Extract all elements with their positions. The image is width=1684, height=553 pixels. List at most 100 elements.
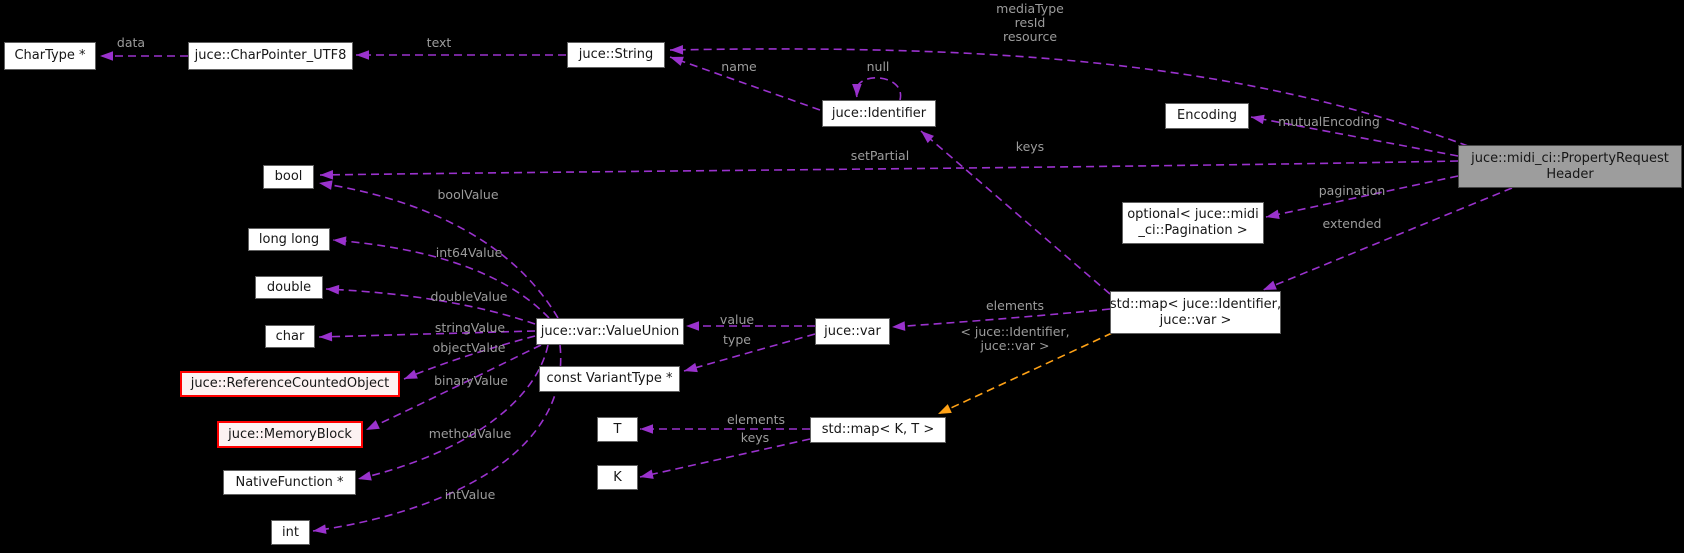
edge-label-line: doubleValue xyxy=(430,289,508,304)
node-double[interactable]: double xyxy=(255,276,323,299)
edge-template-arrowhead xyxy=(938,404,952,414)
edge-label-boolValue: boolValue xyxy=(437,188,498,202)
edge-label-line: data xyxy=(116,35,146,50)
node-int-label: int xyxy=(282,524,299,540)
node-identifier[interactable]: juce::Identifier xyxy=(822,100,936,127)
node-mapiv-label: juce::var > xyxy=(1159,312,1232,328)
edge-label-doubleValue: doubleValue xyxy=(431,290,508,304)
edge-setPartial-line xyxy=(319,160,1459,176)
edge-label-methodValue: methodValue xyxy=(429,427,512,441)
edge-boolValue-line xyxy=(318,182,559,319)
node-charpointer[interactable]: juce::CharPointer_UTF8 xyxy=(188,42,353,70)
node-memoryblock[interactable]: juce::MemoryBlock xyxy=(217,421,363,448)
node-longlong-label: long long xyxy=(258,231,320,247)
edge-pagination-line xyxy=(1265,175,1459,218)
node-longlong[interactable]: long long xyxy=(248,228,330,251)
node-nativefn[interactable]: NativeFunction * xyxy=(223,470,356,495)
edge-label-data: data xyxy=(117,36,145,50)
node-optional-label: _ci::Pagination > xyxy=(1138,223,1248,238)
node-string[interactable]: juce::String xyxy=(567,42,665,68)
edge-label-intValue: intValue xyxy=(445,488,496,502)
edge-label-line: pagination xyxy=(1318,183,1386,198)
edge-value-arrowhead xyxy=(686,321,699,331)
node-var[interactable]: juce::var xyxy=(815,318,890,345)
edge-doubleValue-arrowhead xyxy=(326,284,340,295)
node-encoding-label: Encoding xyxy=(1177,108,1237,123)
node-int[interactable]: int xyxy=(271,520,310,545)
edge-elements2-arrowhead xyxy=(640,424,653,434)
edge-label-binaryValue: binaryValue xyxy=(434,374,508,388)
node-T-label: T xyxy=(613,421,622,437)
edge-binaryValue-arrowhead xyxy=(366,420,380,430)
edge-int64Value-line xyxy=(332,239,550,319)
edge-label-line: text xyxy=(426,35,452,50)
edge-label-line: mutualEncoding xyxy=(1278,114,1380,129)
node-optional[interactable]: optional< juce::midi_ci::Pagination > xyxy=(1122,202,1264,244)
edge-label-line: keys xyxy=(1015,139,1045,154)
edge-pagination-arrowhead xyxy=(1266,209,1280,219)
edge-label-pagination: pagination xyxy=(1319,184,1386,198)
node-string-label: juce::String xyxy=(578,47,654,62)
node-refcounted-label: juce::ReferenceCountedObject xyxy=(190,376,390,391)
edge-label-line: mediaType xyxy=(996,1,1064,16)
edge-label-elements2: elements xyxy=(727,413,785,427)
edge-setPartial-arrowhead xyxy=(320,170,334,180)
edge-label-line: intValue xyxy=(444,487,496,502)
node-chartype[interactable]: CharType * xyxy=(4,42,96,70)
edge-label-line: elements xyxy=(726,412,786,427)
node-header-label: juce::midi_ci::PropertyRequest xyxy=(1471,150,1669,166)
node-valueunion[interactable]: juce::var::ValueUnion xyxy=(536,318,684,345)
edge-label-line: stringValue xyxy=(434,320,506,335)
edge-template-line xyxy=(937,332,1113,415)
edge-label-line: type xyxy=(723,332,751,347)
node-nativefn-label: NativeFunction * xyxy=(235,474,344,490)
edge-label-line: < juce::Identifier, xyxy=(960,324,1070,339)
node-mapiv[interactable]: std::map< juce::Identifier,juce::var > xyxy=(1110,291,1281,334)
node-encoding[interactable]: Encoding xyxy=(1165,103,1249,129)
node-identifier-label: juce::Identifier xyxy=(831,105,927,121)
node-T[interactable]: T xyxy=(597,417,638,442)
node-refcounted[interactable]: juce::ReferenceCountedObject xyxy=(180,371,400,397)
edge-label-setPartial: setPartial xyxy=(851,149,909,163)
edge-label-line: resId xyxy=(1014,15,1046,30)
edge-name-line xyxy=(669,56,821,111)
edge-label-line: methodValue xyxy=(428,426,512,441)
edge-label-line: elements xyxy=(985,298,1045,313)
node-char[interactable]: char xyxy=(265,325,315,348)
edge-label-text: text xyxy=(427,36,452,50)
edge-type-arrowhead xyxy=(684,362,698,373)
node-optional-label: optional< juce::midi xyxy=(1127,207,1259,222)
edge-keys2-arrowhead xyxy=(640,469,654,479)
edge-label-mutualEncoding: mutualEncoding xyxy=(1278,115,1380,129)
edge-label-line: extended xyxy=(1322,216,1382,231)
node-memoryblock-label: juce::MemoryBlock xyxy=(228,426,352,442)
node-char-label: char xyxy=(275,328,305,344)
node-var-label: juce::var xyxy=(824,323,881,339)
edge-boolValue-arrowhead xyxy=(319,180,333,190)
node-header-label: Header xyxy=(1546,166,1594,182)
edge-label-extended: extended xyxy=(1323,217,1382,231)
edge-label-line: int64Value xyxy=(435,245,503,260)
node-mapiv-label: std::map< juce::Identifier, xyxy=(1109,296,1282,312)
edge-keys1-line xyxy=(920,130,1111,295)
edge-label-line: binaryValue xyxy=(434,373,508,388)
edge-label-line: null xyxy=(866,59,890,74)
edge-label-line: objectValue xyxy=(432,340,506,355)
node-mapkt[interactable]: std::map< K, T > xyxy=(810,417,946,443)
node-constvt-label: const VariantType * xyxy=(546,371,673,386)
node-bool-label: bool xyxy=(274,169,303,184)
edge-label-line: name xyxy=(721,59,757,74)
edge-elements1-arrowhead xyxy=(892,321,906,331)
edge-label-int64Value: int64Value xyxy=(436,246,503,260)
edge-data-arrowhead xyxy=(100,51,113,61)
edge-label-line: keys xyxy=(740,430,770,445)
edge-mutualEncoding-line xyxy=(1250,116,1459,157)
node-constvt[interactable]: const VariantType * xyxy=(539,366,680,392)
edge-methodValue-line xyxy=(357,344,549,480)
node-valueunion-label: juce::var::ValueUnion xyxy=(540,323,680,339)
node-bool[interactable]: bool xyxy=(263,165,314,189)
node-K[interactable]: K xyxy=(597,465,638,490)
